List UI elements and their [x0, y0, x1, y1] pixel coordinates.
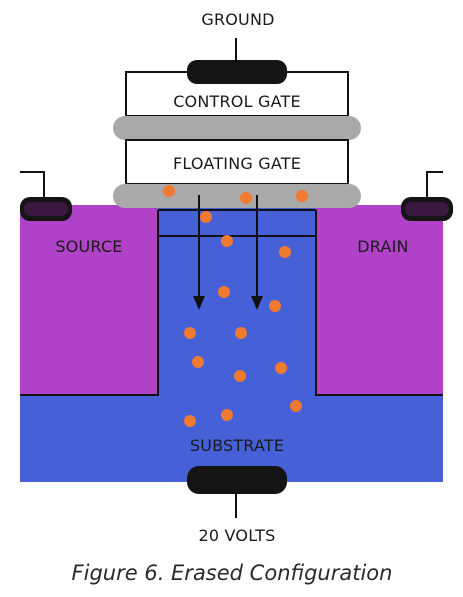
drain-wire [426, 171, 443, 200]
source-label: SOURCE [55, 237, 122, 256]
tunnel-oxide-layer [113, 184, 361, 208]
electron [221, 409, 233, 421]
electron [184, 327, 196, 339]
electron [269, 300, 281, 312]
voltage-label: 20 VOLTS [199, 526, 276, 545]
electron [192, 356, 204, 368]
source-outline [20, 210, 159, 396]
electron-flow-arrowhead-right [251, 296, 263, 310]
electron [279, 246, 291, 258]
electron [200, 211, 212, 223]
electron [163, 185, 175, 197]
source-contact-highlight [24, 202, 68, 216]
electrons [163, 185, 308, 427]
control-oxide-layer [113, 116, 361, 140]
source-wire [20, 171, 45, 200]
drain-region [316, 205, 443, 395]
substrate-label: SUBSTRATE [190, 436, 284, 455]
figure-caption: Figure 6. Erased Configuration [72, 561, 393, 585]
electron [234, 370, 246, 382]
electron [240, 192, 252, 204]
electron [290, 400, 302, 412]
electron [218, 286, 230, 298]
electron [275, 362, 287, 374]
ground-label: GROUND [201, 10, 274, 29]
floating-gate-label: FLOATING GATE [173, 154, 301, 173]
electron [235, 327, 247, 339]
drain-contact-highlight [405, 202, 449, 216]
drain-outline [315, 210, 443, 396]
electron-flow-arrowhead-left [193, 296, 205, 310]
substrate-contact [187, 466, 287, 494]
ground-contact [187, 60, 287, 84]
electron [296, 190, 308, 202]
control-gate-label: CONTROL GATE [173, 92, 301, 111]
electron [184, 415, 196, 427]
electron [221, 235, 233, 247]
source-region [20, 205, 158, 395]
drain-label: DRAIN [357, 237, 408, 256]
